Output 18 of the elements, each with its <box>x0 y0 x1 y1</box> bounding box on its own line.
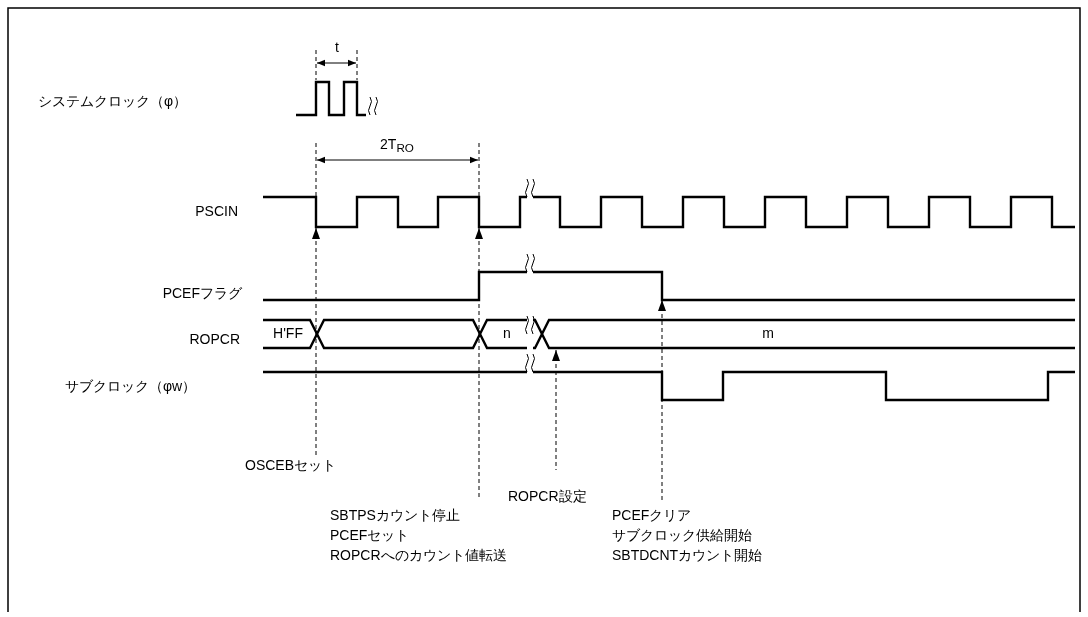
dimension-label: 2T$_{RO}$ <box>380 136 414 156</box>
bus-value: H'FF <box>273 326 303 342</box>
bus-value: n <box>503 326 511 342</box>
signal-name: システムクロック（φ） <box>38 94 188 110</box>
event-note: SBTPSカウント停止 <box>330 508 460 524</box>
signal-name: PCEFフラグ <box>162 286 242 302</box>
event-note: ROPCR設定 <box>508 489 587 505</box>
signal-name: ROPCR <box>189 332 240 348</box>
bus-value: m <box>762 326 774 342</box>
event-note: サブクロック供給開始 <box>612 528 752 544</box>
dimension-label: t <box>335 40 339 56</box>
event-note: PCEFクリア <box>612 508 692 524</box>
event-note: OSCEBセット <box>245 458 336 474</box>
event-note: PCEFセット <box>330 528 410 544</box>
event-note: SBTDCNTカウント開始 <box>612 548 763 564</box>
event-note: ROPCRへのカウント値転送 <box>330 548 507 564</box>
signal-name: サブクロック（φw） <box>65 379 197 395</box>
signal-name: PSCIN <box>195 204 238 220</box>
